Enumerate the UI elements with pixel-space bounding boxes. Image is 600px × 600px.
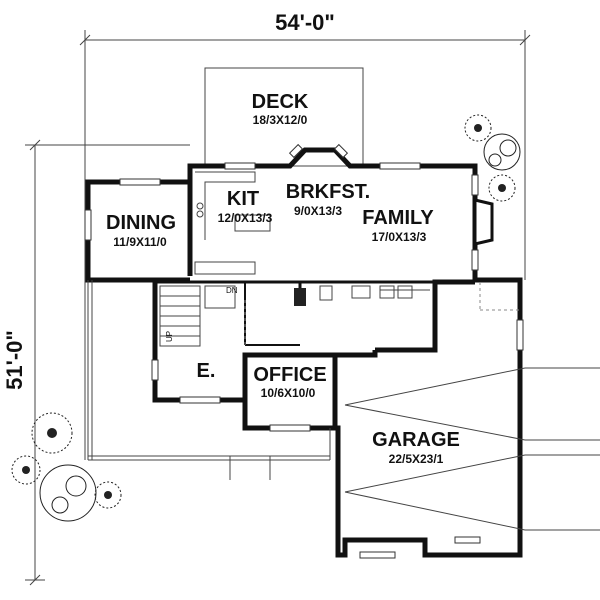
stair-down-label: DN (226, 286, 238, 295)
stair-up-label: UP (165, 331, 174, 342)
windows (84, 143, 524, 559)
dining-name: DINING (106, 212, 176, 234)
kitchen-counters (194, 171, 271, 275)
driveway (344, 367, 600, 531)
brkfst-size: 9/0X13/3 (294, 204, 342, 218)
front-porch (87, 280, 331, 480)
bathroom-fixtures (294, 285, 413, 306)
office-size: 10/6X10/0 (261, 386, 316, 400)
office-name: OFFICE (253, 364, 326, 386)
deck-size: 18/3X12/0 (253, 113, 308, 127)
depth-dimension-label: 51'-0" (2, 330, 27, 390)
shrub-icon (11, 455, 41, 485)
brkfst-name: BRKFST. (286, 181, 370, 203)
room-labels: KIT 12/0X13/3 BRKFST. 9/0X13/3 FAMILY 17… (106, 181, 460, 466)
shrub-icon (94, 481, 122, 509)
kit-name: KIT (227, 188, 259, 210)
family-name: FAMILY (362, 207, 434, 229)
deck-area: DECK 18/3X12/0 (204, 67, 364, 167)
garage-name: GARAGE (372, 429, 460, 451)
fireplace (473, 198, 494, 246)
depth-dimension: 51'-0" (2, 139, 190, 586)
family-size: 17/0X13/3 (372, 230, 427, 244)
landscape-trees (11, 114, 521, 522)
width-dimension-label: 54'-0" (275, 10, 335, 35)
shrub-icon (488, 174, 516, 202)
dining-size: 11/9X11/0 (113, 235, 167, 249)
width-dimension: 54'-0" (79, 10, 531, 460)
deck-name: DECK (252, 91, 309, 113)
shrub-icon (31, 412, 73, 454)
shrub-icon (464, 114, 492, 142)
entry-name: E. (197, 360, 216, 382)
tree-icon (483, 133, 521, 171)
garage-size: 22/5X23/1 (389, 452, 444, 466)
tree-icon (39, 464, 97, 522)
stairs: DN UP (159, 285, 238, 347)
kit-size: 12/0X13/3 (218, 211, 273, 225)
dashed-outlines (244, 282, 520, 345)
